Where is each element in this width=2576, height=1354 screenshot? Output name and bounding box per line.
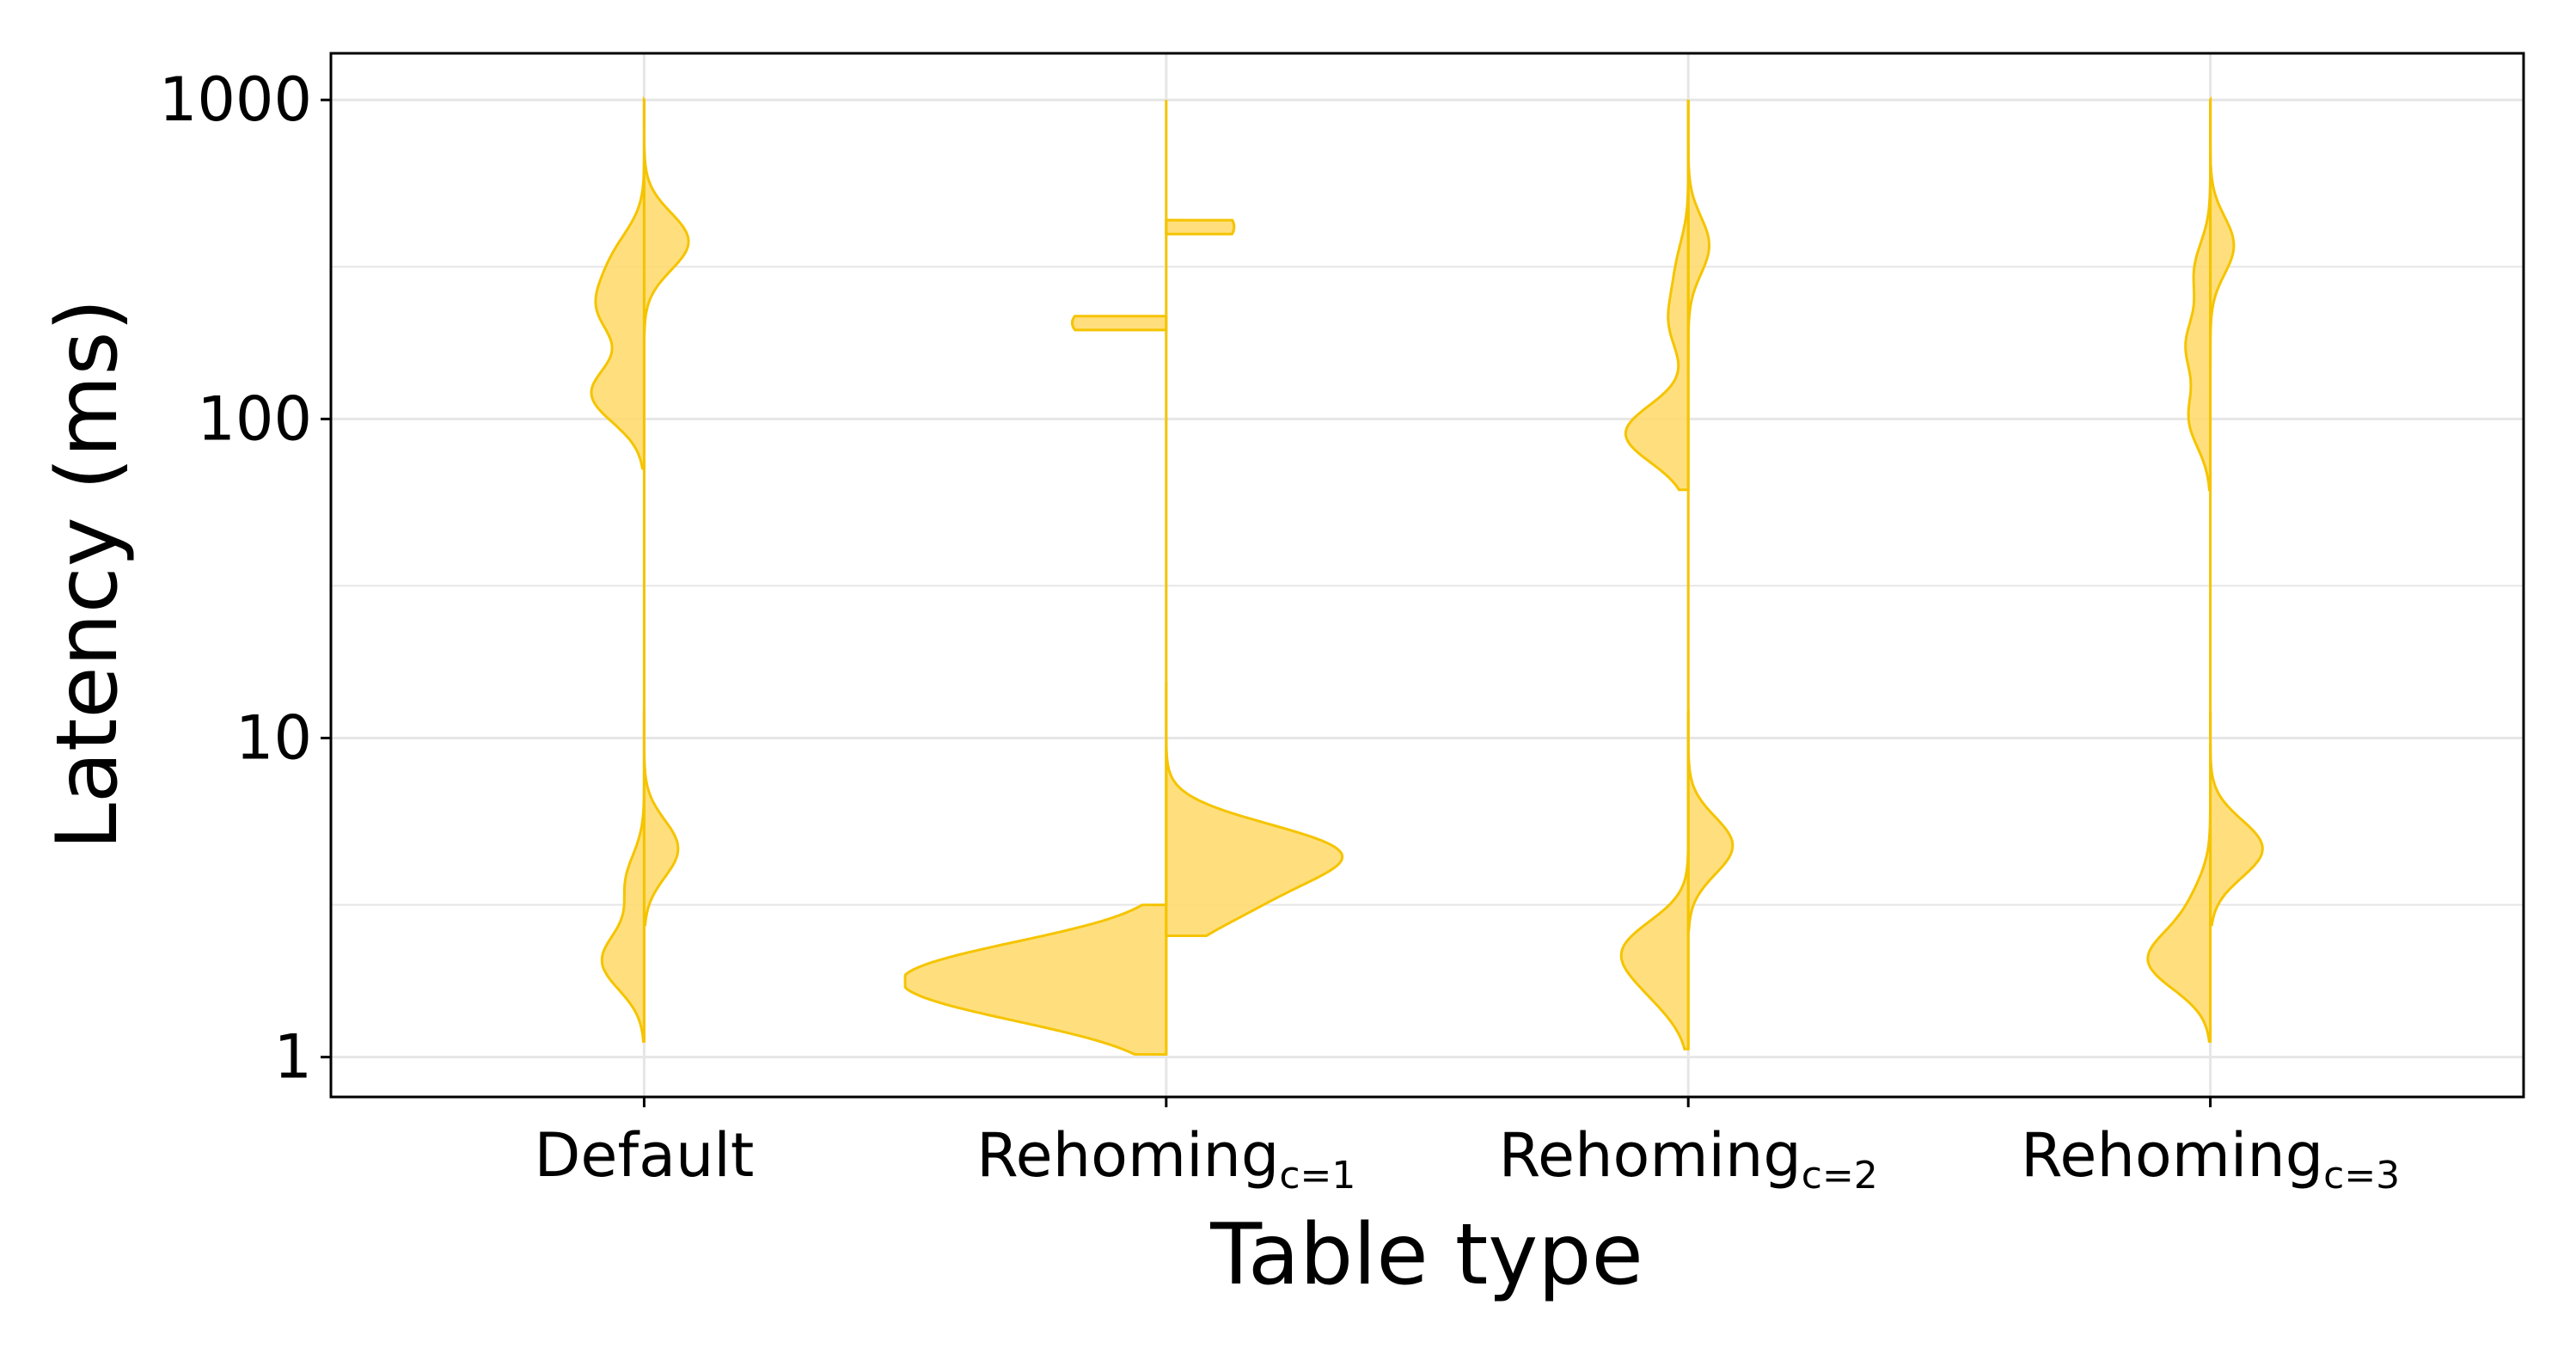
y-tick-label: 1	[273, 1022, 312, 1093]
x-axis-ticks: Default Rehomingc=1 Rehomingc=2 Rehomingc=3	[535, 1097, 2400, 1198]
violins	[590, 96, 2264, 1056]
violin-half-left-hi	[1071, 315, 1168, 332]
violin-half-left	[903, 904, 1168, 1056]
y-axis-ticks: 1 10 100 1000	[159, 64, 331, 1093]
x-tick-label: Rehomingc=2	[1499, 1120, 1878, 1198]
plot-frame	[329, 52, 2525, 1099]
x-tick-label: Rehomingc=3	[2021, 1120, 2400, 1198]
y-tick-label: 1000	[159, 64, 312, 135]
x-tick-label: Default	[535, 1120, 755, 1191]
x-tick-label: Rehomingc=1	[976, 1120, 1355, 1198]
violin-half-right-hi	[1165, 218, 1236, 236]
y-axis-title: Latency (ms)	[39, 298, 137, 850]
y-tick-label: 10	[236, 702, 312, 773]
x-axis-title: Table type	[1209, 1206, 1643, 1304]
y-tick-label: 100	[197, 383, 312, 454]
